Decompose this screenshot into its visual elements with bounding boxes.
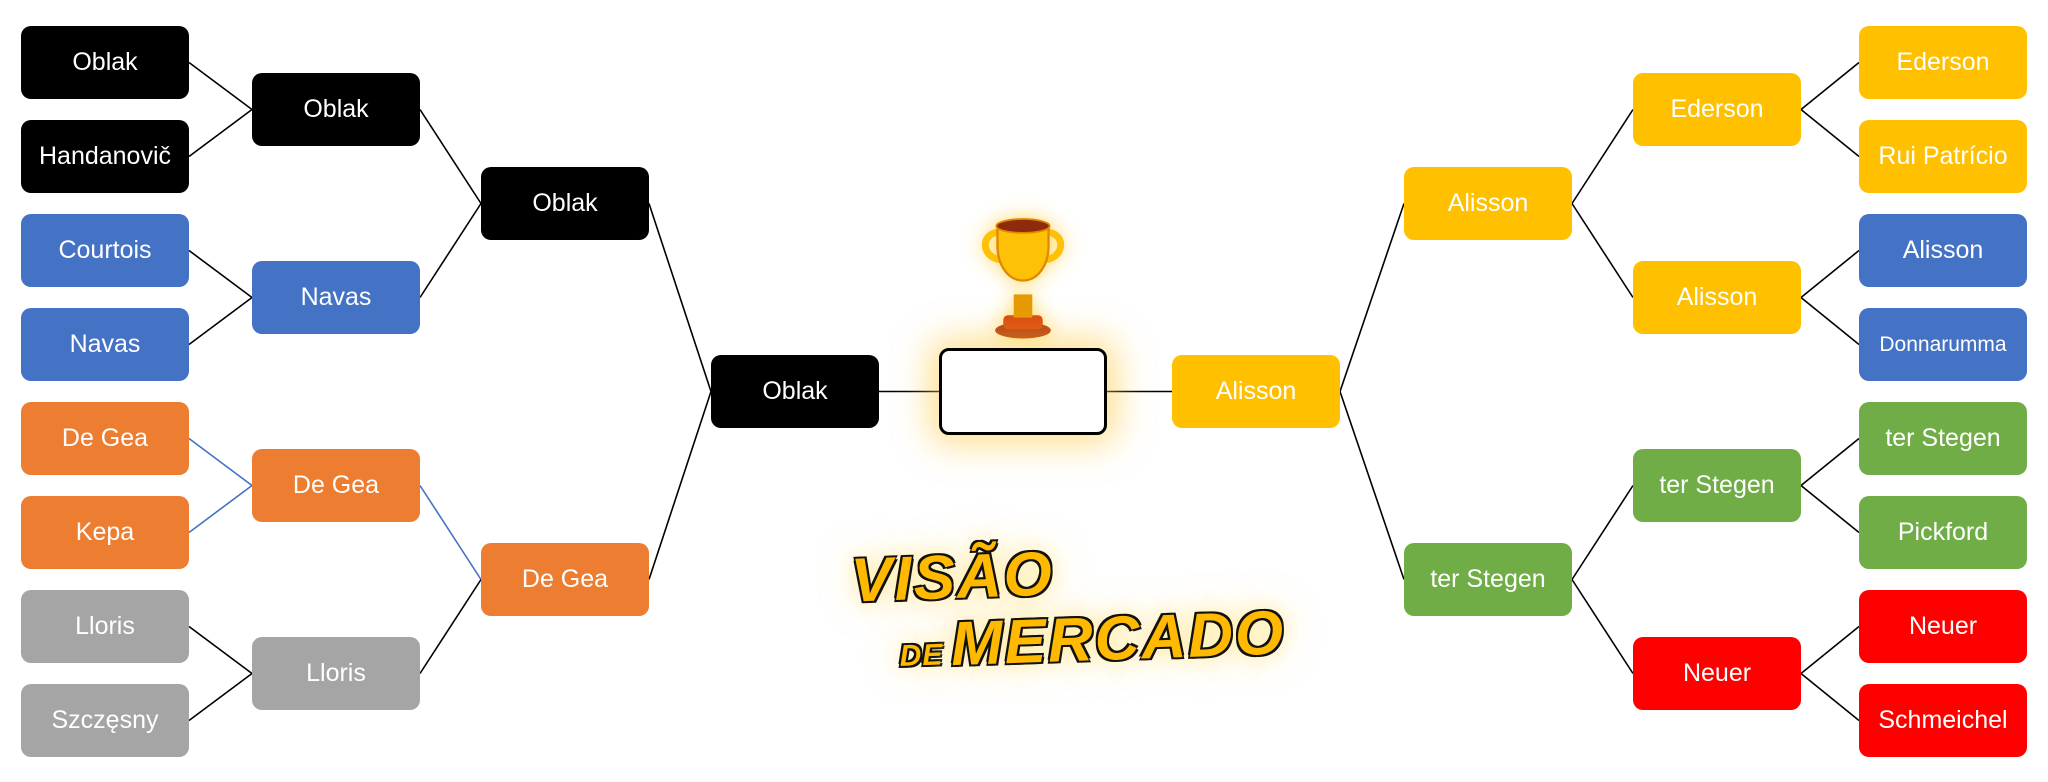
node-right-r16-alisson: Alisson xyxy=(1859,214,2027,287)
node-left-finalist-oblak: Oblak xyxy=(711,355,879,428)
node-right-qf-alisson: Alisson xyxy=(1633,261,1801,334)
node-right-r16-neuer: Neuer xyxy=(1859,590,2027,663)
node-left-r16-degea: De Gea xyxy=(21,402,189,475)
node-right-r16-pickford: Pickford xyxy=(1859,496,2027,569)
node-right-finalist-alisson: Alisson xyxy=(1172,355,1340,428)
node-left-r16-oblak: Oblak xyxy=(21,26,189,99)
visao-de-mercado-logo: VISÃO DE MERCADO xyxy=(850,531,1287,684)
node-right-qf-ederson: Ederson xyxy=(1633,73,1801,146)
logo-mercado-text: MERCADO xyxy=(949,598,1287,680)
node-right-r16-schmeichel: Schmeichel xyxy=(1859,684,2027,757)
node-right-r16-donnarumma: Donnarumma xyxy=(1859,308,2027,381)
trophy-icon xyxy=(965,212,1081,342)
node-left-qf-lloris: Lloris xyxy=(252,637,420,710)
node-left-r16-navas: Navas xyxy=(21,308,189,381)
champion-box xyxy=(939,348,1107,435)
node-left-r16-lloris: Lloris xyxy=(21,590,189,663)
node-right-sf-alisson: Alisson xyxy=(1404,167,1572,240)
node-left-r16-handanovic: Handanovič xyxy=(21,120,189,193)
node-right-qf-neuer: Neuer xyxy=(1633,637,1801,710)
node-left-sf-oblak: Oblak xyxy=(481,167,649,240)
node-right-sf-terstegen: ter Stegen xyxy=(1404,543,1572,616)
node-right-r16-patricio: Rui Patrício xyxy=(1859,120,2027,193)
node-right-r16-terstegen: ter Stegen xyxy=(1859,402,2027,475)
logo-de-text: DE xyxy=(899,638,944,673)
node-left-sf-degea: De Gea xyxy=(481,543,649,616)
node-left-qf-navas: Navas xyxy=(252,261,420,334)
node-left-r16-szczesny: Szczęsny xyxy=(21,684,189,757)
node-left-r16-courtois: Courtois xyxy=(21,214,189,287)
node-right-r16-ederson: Ederson xyxy=(1859,26,2027,99)
node-left-r16-kepa: Kepa xyxy=(21,496,189,569)
node-left-qf-oblak: Oblak xyxy=(252,73,420,146)
node-right-qf-terstegen: ter Stegen xyxy=(1633,449,1801,522)
node-left-qf-degea: De Gea xyxy=(252,449,420,522)
